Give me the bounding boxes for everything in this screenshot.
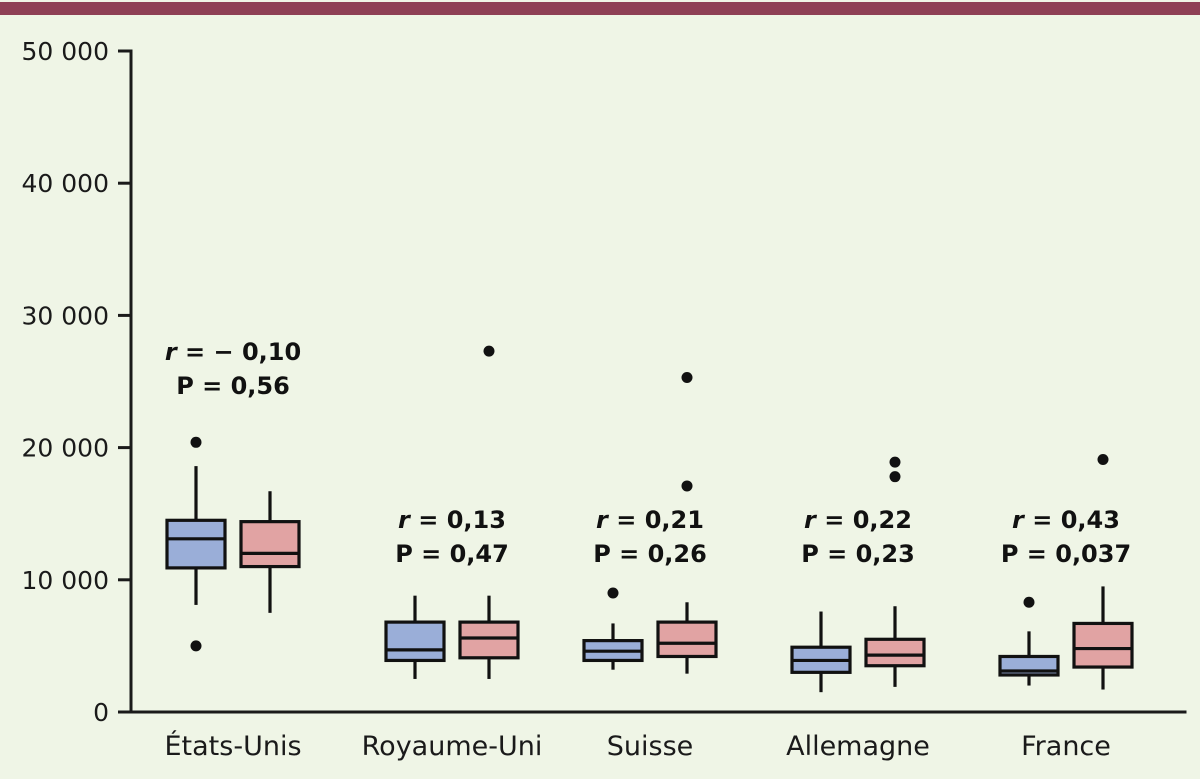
annotation-p: P = 0,23 <box>801 540 915 568</box>
boxplot-red-4 <box>1072 453 1134 690</box>
outlier-point <box>1097 453 1109 465</box>
box-body <box>458 620 520 660</box>
box-body <box>384 620 446 663</box>
outlier-point <box>681 372 693 384</box>
boxplot-blue-3 <box>790 611 852 693</box>
boxplot-red-0 <box>239 491 301 613</box>
box-body <box>1072 621 1134 669</box>
boxplot-red-3 <box>864 456 926 687</box>
outlier-point <box>681 480 693 492</box>
outlier-point <box>607 587 619 599</box>
annotation-p: P = 0,47 <box>395 540 509 568</box>
outlier-point <box>483 345 495 357</box>
annotation-r-symbol: r <box>596 506 610 534</box>
boxplot-red-1 <box>458 345 520 679</box>
annotation-r-symbol: r <box>1012 506 1026 534</box>
annotation-p: P = 0,037 <box>1001 540 1131 568</box>
category-labels-layer: États-Unis Royaume-Uni Suisse Allemagne Fran… <box>164 730 1110 762</box>
box-body <box>165 518 227 570</box>
x-axis-category-label: France <box>1021 731 1111 762</box>
box-body <box>864 637 926 668</box>
y-axis-tick-label: 10 000 <box>22 566 109 595</box>
boxplot-red-2 <box>656 372 718 674</box>
annotation-p: P = 0,26 <box>593 540 707 568</box>
box-body <box>239 520 301 569</box>
annotation-r: r = 0,22 <box>804 506 912 534</box>
annotation-p: P = 0,56 <box>176 372 290 400</box>
outlier-point <box>1023 596 1035 608</box>
y-axis-tick-label: 40 000 <box>22 169 109 198</box>
boxplot-blue-2 <box>582 587 644 670</box>
x-axis-category-label: Suisse <box>607 731 694 762</box>
boxplot-blue-0 <box>165 436 227 652</box>
annotation-r-value: = − 0,10 <box>177 338 302 366</box>
y-axis-tick-label: 50 000 <box>22 37 109 66</box>
annotation-r: r = 0,21 <box>596 506 704 534</box>
annotation-r-value: = 0,21 <box>608 506 704 534</box>
outlier-point <box>889 471 901 483</box>
annotation-r: r = 0,43 <box>1012 506 1120 534</box>
annotation-r-value: = 0,22 <box>816 506 912 534</box>
annotation-r-symbol: r <box>804 506 818 534</box>
outlier-point <box>889 456 901 468</box>
top-rule-decoration <box>0 2 1200 15</box>
y-axis-tick-label: 0 <box>93 698 109 727</box>
axes-layer: 0 10 000 20 000 30 000 40 000 50 000 <box>22 37 1187 727</box>
outlier-point <box>190 640 202 652</box>
boxes-layer <box>165 345 1134 693</box>
y-axis-tick-label: 20 000 <box>22 434 109 463</box>
annotation-r-value: = 0,43 <box>1024 506 1120 534</box>
annotation-r-value: = 0,13 <box>410 506 506 534</box>
outlier-point <box>190 436 202 448</box>
x-axis-category-label: Royaume-Uni <box>362 731 543 762</box>
x-axis-category-label: États-Unis <box>164 730 301 762</box>
boxplot-blue-1 <box>384 595 446 679</box>
annotation-r-symbol: r <box>398 506 412 534</box>
y-axis-tick-label: 30 000 <box>22 301 109 330</box>
box-body <box>656 620 718 659</box>
annotation-r: r = − 0,10 <box>165 338 301 366</box>
annotations-layer: r = − 0,10 P = 0,56 r = 0,13 P = 0,47 r = 0,… <box>165 338 1131 568</box>
x-axis-category-label: Allemagne <box>786 731 930 762</box>
boxplot-blue-4 <box>998 596 1060 686</box>
annotation-r: r = 0,13 <box>398 506 506 534</box>
annotation-r-symbol: r <box>165 338 179 366</box>
